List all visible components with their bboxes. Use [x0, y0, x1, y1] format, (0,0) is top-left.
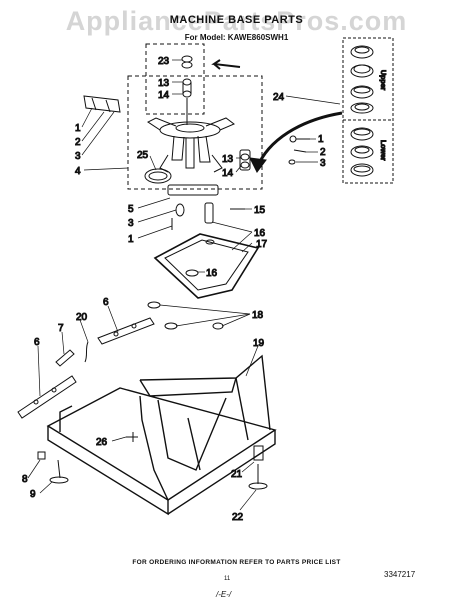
- callout-2-right: 2: [320, 147, 326, 158]
- callout-1-left: 1: [75, 123, 81, 134]
- transmission-hub-icon: [147, 117, 235, 173]
- dashed-frame-main: [127, 75, 263, 190]
- callout-20: 20: [76, 312, 88, 323]
- curved-arrow-icon: [255, 111, 343, 169]
- callout-6-left: 6: [34, 337, 40, 348]
- ring-icon: [144, 168, 172, 184]
- signature: /-E-/: [216, 590, 232, 599]
- rail-left-icon: [17, 375, 77, 419]
- callout-19: 19: [253, 338, 265, 349]
- callout-6-top: 6: [103, 297, 109, 308]
- callout-24: 24: [273, 92, 285, 103]
- clip-7-icon: [55, 349, 75, 367]
- callout-3-right: 3: [320, 158, 326, 169]
- pin-20-icon: [84, 341, 89, 363]
- page-number: 11: [224, 576, 231, 582]
- inset-label-lower: Lower: [379, 140, 386, 161]
- callout-14-right: 14: [222, 168, 234, 179]
- drive-plate-icon: [153, 233, 260, 299]
- watermark: AppliancePartsPros.com: [65, 6, 408, 36]
- base-frame-icon: [46, 354, 277, 516]
- foot-right-icon: [248, 445, 268, 490]
- figure-number: 3347217: [384, 570, 416, 579]
- right-screws-icon: [288, 135, 310, 165]
- bolt-26-icon: [126, 432, 138, 442]
- callout-13-right: 13: [222, 154, 234, 165]
- callout-23: 23: [158, 56, 170, 67]
- callout-26: 26: [96, 437, 108, 448]
- right-clip-icon: [239, 149, 251, 171]
- callout-7: 7: [58, 323, 64, 334]
- callout-4: 4: [75, 166, 81, 177]
- shaft-parts-icon: [181, 55, 193, 125]
- callout-9: 9: [30, 489, 36, 500]
- callout-15: 15: [254, 205, 266, 216]
- rail-top-icon: [97, 317, 155, 345]
- arrow-icon-top: [211, 59, 241, 70]
- callout-22: 22: [232, 512, 244, 523]
- callout-3-left: 3: [75, 151, 81, 162]
- callout-3-lower: 3: [128, 218, 134, 229]
- callout-13-top: 13: [158, 78, 170, 89]
- callout-8: 8: [22, 474, 28, 485]
- ordering-note: FOR ORDERING INFORMATION REFER TO PARTS …: [132, 559, 341, 566]
- callout-1-lower: 1: [128, 234, 134, 245]
- callout-25: 25: [137, 150, 149, 161]
- callout-18: 18: [252, 310, 264, 321]
- pads-icon: [147, 301, 224, 330]
- bearing-lower-icon: [350, 127, 374, 177]
- callout-5: 5: [128, 204, 134, 215]
- callout-21: 21: [231, 469, 243, 480]
- callout-16-lower: 16: [206, 268, 218, 279]
- callout-2-left: 2: [75, 137, 81, 148]
- left-bracket-icon: [83, 95, 121, 113]
- dashed-frame-inset: [342, 37, 394, 184]
- leader-lines: [27, 59, 341, 511]
- bearing-upper-icon: [350, 45, 374, 114]
- callout-14-top: 14: [158, 90, 170, 101]
- page-title: MACHINE BASE PARTS: [169, 14, 304, 26]
- callout-16-upper: 16: [254, 228, 266, 239]
- link-parts-icon: [167, 184, 245, 230]
- inset-label-upper: Upper: [379, 70, 386, 91]
- model-line: For Model: KAWE860SWH1: [184, 33, 289, 42]
- callout-1-right: 1: [318, 134, 324, 145]
- foot-left-icon: [37, 451, 69, 484]
- dashed-frame-top: [145, 43, 205, 115]
- callout-17: 17: [256, 239, 268, 250]
